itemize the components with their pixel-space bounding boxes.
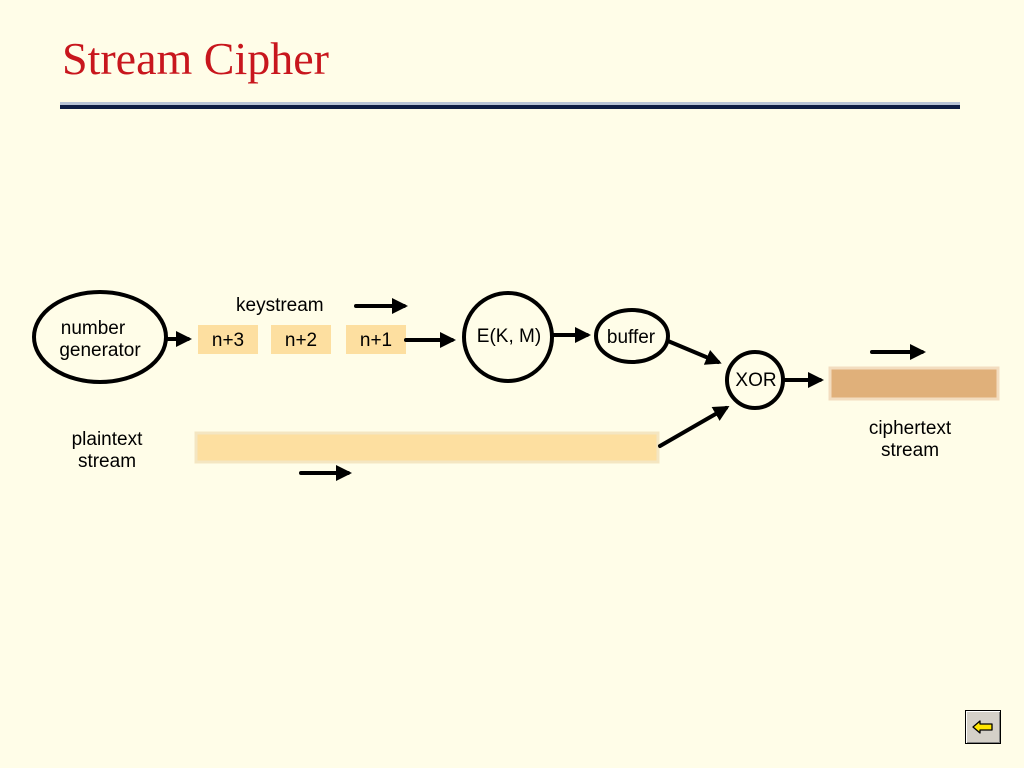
keystream-block-2 xyxy=(271,325,331,354)
keystream-block-1 xyxy=(198,325,258,354)
buffer-node xyxy=(594,308,670,364)
encryptor-label: E(K, M) xyxy=(476,326,542,347)
keystream-block-3 xyxy=(346,325,406,354)
back-button[interactable] xyxy=(965,710,1001,744)
ciphertext-stream-label: ciphertext stream xyxy=(852,418,968,462)
keystream-block-2-label: n+2 xyxy=(284,330,318,351)
keystream-label: keystream xyxy=(236,295,324,316)
title-divider-thin xyxy=(60,102,960,105)
title-divider-thick xyxy=(60,105,960,109)
ciphertext-stream-bar xyxy=(828,366,1000,401)
xor-label: XOR xyxy=(735,370,777,391)
plaintext-stream-label: plaintext stream xyxy=(52,429,162,473)
keystream-block-3-label: n+1 xyxy=(359,330,393,351)
ciphertext-line-1: ciphertext xyxy=(868,418,952,439)
slide-title: Stream Cipher xyxy=(62,33,329,84)
buffer-label: buffer xyxy=(606,327,656,348)
plaintext-to-xor-arrow xyxy=(658,406,730,448)
ciphertext-line-2: stream xyxy=(880,440,940,461)
plaintext-stream-bar xyxy=(194,431,660,464)
number-generator-line-1: number xyxy=(60,318,126,339)
keystream-block-1-label: n+3 xyxy=(211,330,245,351)
number-generator-line-2: generator xyxy=(59,340,141,361)
back-arrow-icon xyxy=(972,720,993,734)
encryptor-node xyxy=(462,291,554,383)
number-generator-label: number generator xyxy=(46,318,154,362)
number-generator-node xyxy=(32,290,168,384)
plaintext-line-1: plaintext xyxy=(71,429,143,450)
buffer-to-xor-arrow xyxy=(666,339,722,365)
plaintext-line-2: stream xyxy=(77,451,137,472)
